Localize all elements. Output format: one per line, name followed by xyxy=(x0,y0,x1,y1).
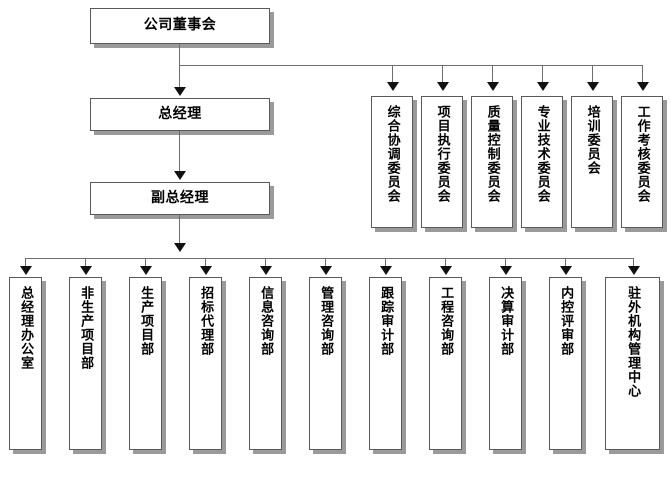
connector-department-drop-10 xyxy=(565,258,566,266)
node-label: 管理咨询部 xyxy=(318,286,334,356)
connector-department-drop-1 xyxy=(25,258,26,266)
arrow-to-department-5 xyxy=(260,266,272,275)
arrow-to-deputy-general-manager xyxy=(174,171,186,180)
node-general-manager[interactable]: 总经理 xyxy=(90,98,270,131)
connector-department-drop-8 xyxy=(445,258,446,266)
arrow-to-department-2 xyxy=(80,266,92,275)
connector-committee-bus xyxy=(179,65,642,66)
node-label: 非生产项目部 xyxy=(78,286,94,370)
node-label: 总经理办公室 xyxy=(18,286,34,370)
connector-committee-drop-5 xyxy=(592,65,593,82)
connector-department-drop-7 xyxy=(385,258,386,266)
node-label: 综合协调委员会 xyxy=(384,105,400,203)
node-committee-1[interactable]: 综合协调委员会 xyxy=(371,96,413,228)
arrow-to-department-9 xyxy=(500,266,512,275)
connector-committee-drop-4 xyxy=(542,65,543,82)
arrow-to-department-11 xyxy=(628,266,640,275)
node-label: 工程咨询部 xyxy=(438,286,454,356)
connector-department-drop-11 xyxy=(633,258,634,266)
connector-committee-drop-2 xyxy=(442,65,443,82)
node-label: 培训委员会 xyxy=(584,105,600,175)
node-label: 内控评审部 xyxy=(558,286,574,356)
node-label: 驻外机构管理中心 xyxy=(625,286,641,398)
arrow-to-department-7 xyxy=(380,266,392,275)
node-committee-5[interactable]: 培训委员会 xyxy=(571,96,613,228)
connector-department-bus xyxy=(25,258,633,259)
node-department-11[interactable]: 驻外机构管理中心 xyxy=(605,277,660,450)
node-department-8[interactable]: 工程咨询部 xyxy=(429,277,462,450)
node-department-5[interactable]: 信息咨询部 xyxy=(249,277,282,450)
arrow-to-committee-1 xyxy=(387,82,399,91)
node-department-6[interactable]: 管理咨询部 xyxy=(309,277,342,450)
node-department-9[interactable]: 决算审计部 xyxy=(489,277,522,450)
node-label: 信息咨询部 xyxy=(258,286,274,356)
connector-department-drop-5 xyxy=(265,258,266,266)
arrow-to-committee-4 xyxy=(537,82,549,91)
arrow-to-committee-6 xyxy=(637,82,649,91)
node-label: 决算审计部 xyxy=(498,286,514,356)
node-label: 生产项目部 xyxy=(138,286,154,356)
connector-committee-drop-6 xyxy=(642,65,643,82)
node-department-1[interactable]: 总经理办公室 xyxy=(9,277,42,450)
node-board-of-directors[interactable]: 公司董事会 xyxy=(90,8,270,44)
node-deputy-general-manager[interactable]: 副总经理 xyxy=(90,182,270,215)
arrow-to-department-6 xyxy=(320,266,332,275)
node-department-10[interactable]: 内控评审部 xyxy=(549,277,582,450)
node-label: 招标代理部 xyxy=(198,286,214,356)
node-label: 副总经理 xyxy=(151,189,209,206)
node-label: 跟踪审计部 xyxy=(378,286,394,356)
node-label: 总经理 xyxy=(158,105,202,122)
connector-department-drop-9 xyxy=(505,258,506,266)
node-department-7[interactable]: 跟踪审计部 xyxy=(369,277,402,450)
connector-department-drop-3 xyxy=(145,258,146,266)
arrow-to-department-3 xyxy=(140,266,152,275)
node-committee-4[interactable]: 专业技术委员会 xyxy=(521,96,563,228)
node-label: 质量控制委员会 xyxy=(484,105,500,203)
connector-department-drop-6 xyxy=(325,258,326,266)
arrow-to-general-manager xyxy=(174,87,186,96)
arrow-to-department-1 xyxy=(20,266,32,275)
arrow-to-committee-3 xyxy=(487,82,499,91)
node-label: 工作考核委员会 xyxy=(634,105,650,203)
connector-department-drop-4 xyxy=(205,258,206,266)
node-committee-2[interactable]: 项目执行委员会 xyxy=(421,96,463,228)
arrow-to-department-bus xyxy=(174,243,186,252)
arrow-to-committee-5 xyxy=(587,82,599,91)
connector-department-drop-2 xyxy=(85,258,86,266)
node-label: 公司董事会 xyxy=(143,17,217,34)
node-label: 项目执行委员会 xyxy=(434,105,450,203)
node-department-4[interactable]: 招标代理部 xyxy=(189,277,222,450)
node-department-2[interactable]: 非生产项目部 xyxy=(69,277,102,450)
connector-gm-to-deputy xyxy=(179,131,180,171)
arrow-to-department-8 xyxy=(440,266,452,275)
node-committee-3[interactable]: 质量控制委员会 xyxy=(471,96,513,228)
connector-committee-drop-3 xyxy=(492,65,493,82)
connector-committee-drop-1 xyxy=(392,65,393,82)
node-label: 专业技术委员会 xyxy=(534,105,550,203)
arrow-to-committee-2 xyxy=(437,82,449,91)
connector-deputy-trunk xyxy=(179,215,180,243)
node-committee-6[interactable]: 工作考核委员会 xyxy=(621,96,663,228)
node-department-3[interactable]: 生产项目部 xyxy=(129,277,162,450)
arrow-to-department-4 xyxy=(200,266,212,275)
arrow-to-department-10 xyxy=(560,266,572,275)
